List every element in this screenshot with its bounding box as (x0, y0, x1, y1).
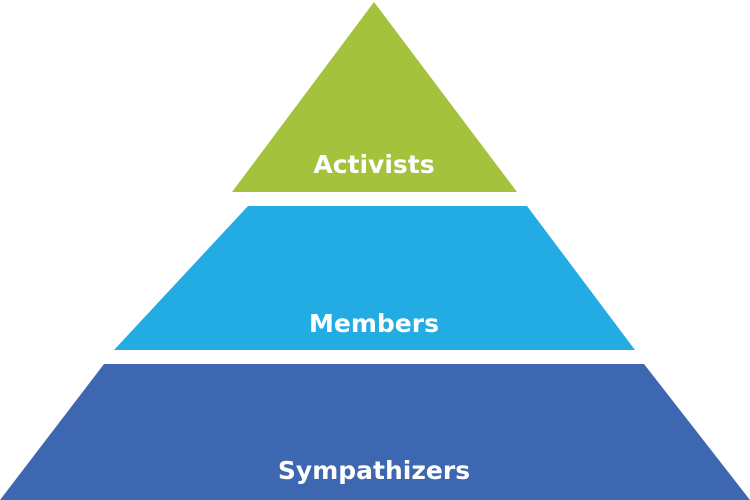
pyramid-tier-members (114, 206, 635, 350)
tier-label-activists: Activists (313, 150, 434, 179)
tier-label-members: Members (309, 309, 439, 338)
pyramid-tier-sympathizers (0, 364, 750, 500)
pyramid-tier-activists (232, 2, 517, 192)
tier-label-sympathizers: Sympathizers (278, 456, 470, 485)
